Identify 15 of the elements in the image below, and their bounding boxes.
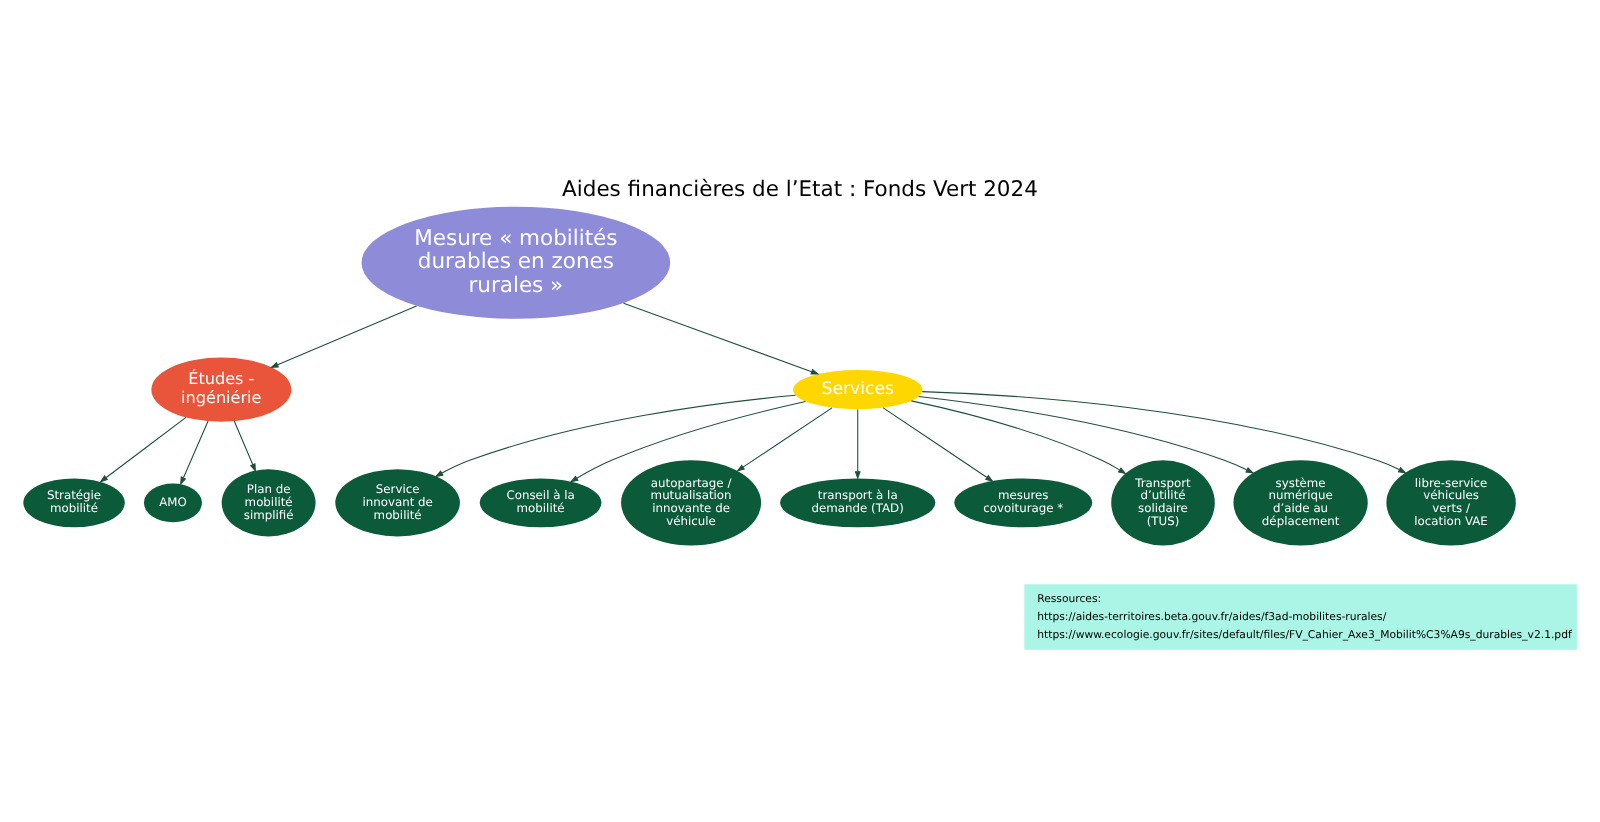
arrow	[882, 406, 994, 481]
diagram-title: Aides financières de l’Etat : Fonds Vert 2024	[562, 174, 1038, 201]
arrow	[434, 393, 797, 477]
node-ellipse: Mesure « mobilités durables en zones rurales »	[361, 205, 671, 318]
arrow	[910, 399, 1127, 474]
arrow	[736, 406, 833, 471]
arrow	[918, 394, 1255, 473]
arrow	[99, 415, 187, 482]
arrow	[233, 419, 256, 472]
arrow	[569, 399, 807, 482]
arrow	[180, 419, 209, 485]
arrow	[854, 408, 861, 479]
arrow	[269, 304, 418, 367]
arrow	[623, 301, 820, 374]
arrow	[921, 390, 1407, 473]
